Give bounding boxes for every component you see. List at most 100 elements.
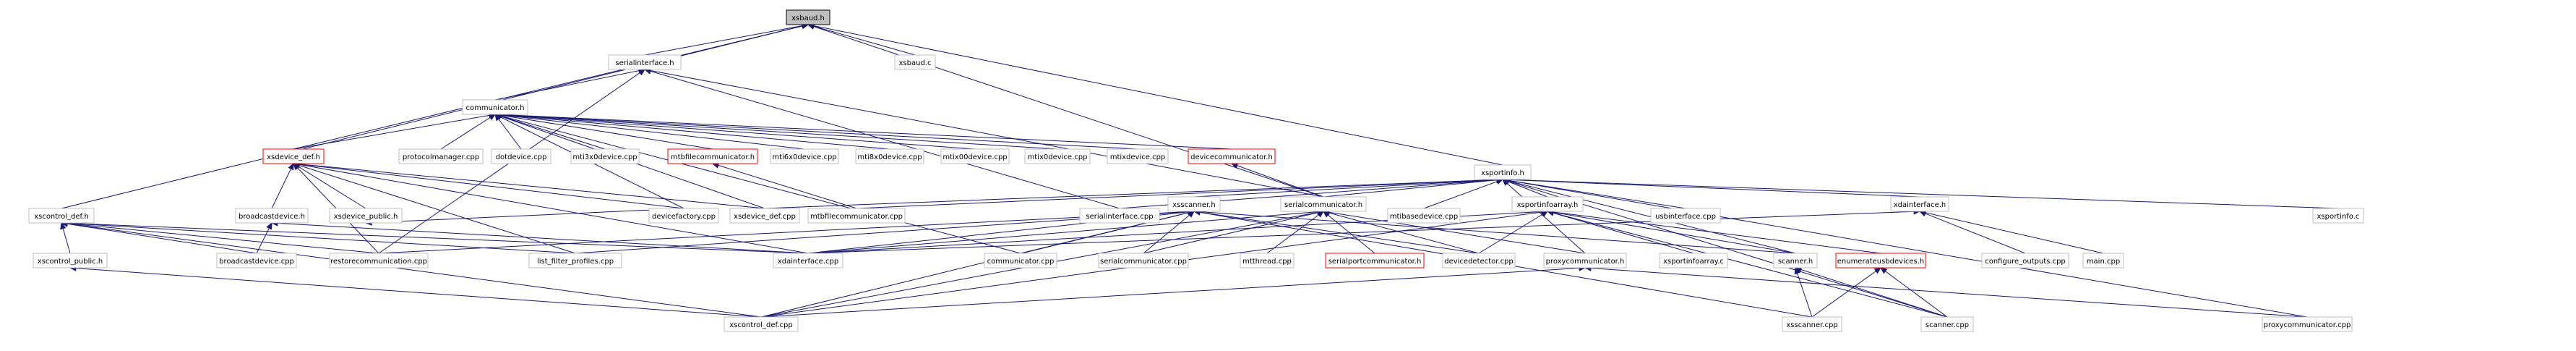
node-xsdevice-def-cpp[interactable]: xsdevice_def.cpp	[729, 208, 800, 224]
node-scanner-cpp[interactable]: scanner.cpp	[1920, 316, 1974, 332]
edge-xsbaud_h-to-xscontrol_def_h	[61, 22, 810, 209]
node-protocolmanager-cpp[interactable]: protocolmanager.cpp	[398, 148, 484, 164]
edge-line	[1323, 179, 1503, 198]
edge-line	[494, 114, 606, 150]
node-xsbaud-c[interactable]: xsbaud.c	[894, 54, 936, 70]
node-box	[1474, 164, 1532, 180]
node-label: xsportinfo.c	[2317, 213, 2360, 221]
node-mtix00device-cpp[interactable]: mtix00device.cpp	[940, 148, 1010, 164]
node-usbinterface-cpp[interactable]: usbinterface.cpp	[1650, 208, 1721, 224]
node-xsportinfo-c[interactable]: xsportinfo.c	[2312, 208, 2364, 224]
node-label: xsportinfoarray.c	[1663, 258, 1724, 266]
node-broadcastdevice-h[interactable]: broadcastdevice.h	[235, 208, 309, 224]
node-box	[1098, 253, 1189, 268]
node-label: serialinterface.h	[615, 59, 674, 67]
node-list-filter-profiles-cpp[interactable]: list_filter_profiles.cpp	[528, 253, 622, 268]
node-xdainterface-h[interactable]: xdainterface.h	[1890, 196, 1949, 212]
node-box	[398, 148, 484, 164]
node-mtix0device-cpp[interactable]: mtix0device.cpp	[1024, 148, 1091, 164]
edge-line	[1584, 267, 2308, 318]
node-label: xsdevice_def.h	[267, 153, 320, 161]
node-proxycommunicator-cpp[interactable]: proxycommunicator.cpp	[2262, 316, 2353, 332]
node-xsdevice-public-h[interactable]: xsdevice_public.h	[329, 208, 403, 224]
edge-line	[807, 211, 1920, 254]
node-box	[1442, 253, 1516, 268]
edge-line	[61, 222, 257, 254]
node-enumerateusbdevices-h[interactable]: enumerateusbdevices.h	[1835, 253, 1926, 268]
node-xsdevice-def-h[interactable]: xsdevice_def.h	[262, 148, 325, 164]
node-communicator-cpp[interactable]: communicator.cpp	[984, 253, 1057, 268]
node-mtthread-cpp[interactable]: mtthread.cpp	[1240, 253, 1295, 268]
node-proxycommunicator-h[interactable]: proxycommunicator.h	[1543, 253, 1627, 268]
edge-line	[1323, 211, 1586, 254]
node-mti6x0device-cpp[interactable]: mti6x0device.cpp	[770, 148, 839, 164]
node-xsscanner-h[interactable]: xsscanner.h	[1167, 196, 1221, 212]
edge-line	[293, 163, 809, 254]
node-label: devicecommunicator.h	[1190, 153, 1273, 161]
node-xscontrol-def-h[interactable]: xscontrol_def.h	[28, 208, 95, 224]
node-serialinterface-h[interactable]: serialinterface.h	[608, 54, 682, 70]
edge-xsdevice_def_h-to-xdainterface_cpp	[292, 161, 809, 254]
node-serialportcommunicator-h[interactable]: serialportcommunicator.h	[1325, 253, 1425, 268]
node-devicedetector-cpp[interactable]: devicedetector.cpp	[1442, 253, 1516, 268]
node-main-cpp[interactable]: main.cpp	[2082, 253, 2124, 268]
node-label: xsdevice_def.cpp	[734, 213, 796, 221]
edge-arrowhead	[637, 69, 646, 76]
node-mtibasedevice-cpp[interactable]: mtibasedevice.cpp	[1387, 208, 1461, 224]
edge-line	[1502, 179, 1796, 254]
node-xsportinfo-h[interactable]: xsportinfo.h	[1474, 164, 1532, 180]
node-dotdevice-cpp[interactable]: dotdevice.cpp	[491, 148, 551, 164]
node-broadcastdevice-cpp[interactable]: broadcastdevice.cpp	[216, 253, 297, 268]
node-xsbaud-h: xsbaud.h	[786, 9, 830, 25]
node-devicefactory-cpp[interactable]: devicefactory.cpp	[648, 208, 719, 224]
node-label: serialinterface.cpp	[1086, 213, 1153, 221]
node-xdainterface-cpp[interactable]: xdainterface.cpp	[773, 253, 843, 268]
node-mtbfilecommunicator-h[interactable]: mtbfilecommunicator.h	[667, 148, 758, 164]
node-label: mtbfilecommunicator.cpp	[810, 213, 903, 221]
node-box	[1325, 253, 1425, 268]
node-box	[1920, 316, 1974, 332]
node-mtixdevice-cpp[interactable]: mtixdevice.cpp	[1107, 148, 1169, 164]
node-label: serialcommunicator.cpp	[1100, 258, 1187, 266]
node-mti3x0device-cpp[interactable]: mti3x0device.cpp	[570, 148, 640, 164]
edge-line	[1323, 211, 1375, 254]
node-serialinterface-cpp[interactable]: serialinterface.cpp	[1079, 208, 1160, 224]
edge-line	[644, 69, 1324, 198]
node-serialcommunicator-cpp[interactable]: serialcommunicator.cpp	[1098, 253, 1189, 268]
node-xsscanner-cpp[interactable]: xsscanner.cpp	[1782, 316, 1842, 332]
edge-line	[61, 222, 809, 254]
node-xsportinfoarray-c[interactable]: xsportinfoarray.c	[1659, 253, 1728, 268]
node-mti8x0device-cpp[interactable]: mti8x0device.cpp	[855, 148, 924, 164]
node-xscontrol-public-h[interactable]: xscontrol_public.h	[33, 253, 108, 268]
node-label: proxycommunicator.h	[1546, 258, 1625, 266]
edge-line	[1811, 267, 1881, 318]
node-xsportinfoarray-h[interactable]: xsportinfoarray.h	[1511, 196, 1584, 212]
node-box	[1890, 196, 1949, 212]
node-scanner-h[interactable]: scanner.h	[1773, 253, 1818, 268]
node-box	[570, 148, 640, 164]
edge-xsdevice_def_h-to-xsdevice_def_cpp	[292, 161, 765, 209]
node-label: mtbfilecommunicator.h	[671, 153, 755, 161]
node-xscontrol-def-cpp[interactable]: xscontrol_def.cpp	[724, 316, 799, 332]
edge-xdainterface_h-to-xdainterface_cpp	[807, 208, 1921, 254]
edge-line	[1502, 179, 1548, 198]
node-serialcommunicator-h[interactable]: serialcommunicator.h	[1280, 196, 1367, 212]
edge-line	[1266, 211, 1324, 254]
node-box	[724, 316, 799, 332]
node-label: mti8x0device.cpp	[857, 153, 922, 161]
edge-line	[494, 114, 1232, 150]
node-box	[262, 148, 325, 164]
node-devicecommunicator-h[interactable]: devicecommunicator.h	[1188, 148, 1276, 164]
node-mtbfilecommunicator-cpp[interactable]: mtbfilecommunicator.cpp	[807, 208, 906, 224]
edge-xscontrol_public_h-to-xscontrol_def_cpp	[69, 265, 762, 318]
edge-arrowhead	[266, 221, 272, 230]
node-restorecommunication-cpp[interactable]: restorecommunication.cpp	[329, 253, 429, 268]
node-communicator-h[interactable]: communicator.h	[462, 99, 528, 115]
edge-broadcastdevice_h-to-broadcastdevice_cpp	[256, 221, 272, 254]
edge-proxycommunicator_h-to-xscontrol_def_cpp	[760, 265, 1587, 318]
node-label: broadcastdevice.h	[239, 213, 305, 221]
node-configure-outputs-cpp[interactable]: configure_outputs.cpp	[1981, 253, 2069, 268]
edge-line	[1919, 211, 2026, 254]
edge-xsdevice_def_h-to-broadcastdevice_h	[271, 162, 294, 209]
